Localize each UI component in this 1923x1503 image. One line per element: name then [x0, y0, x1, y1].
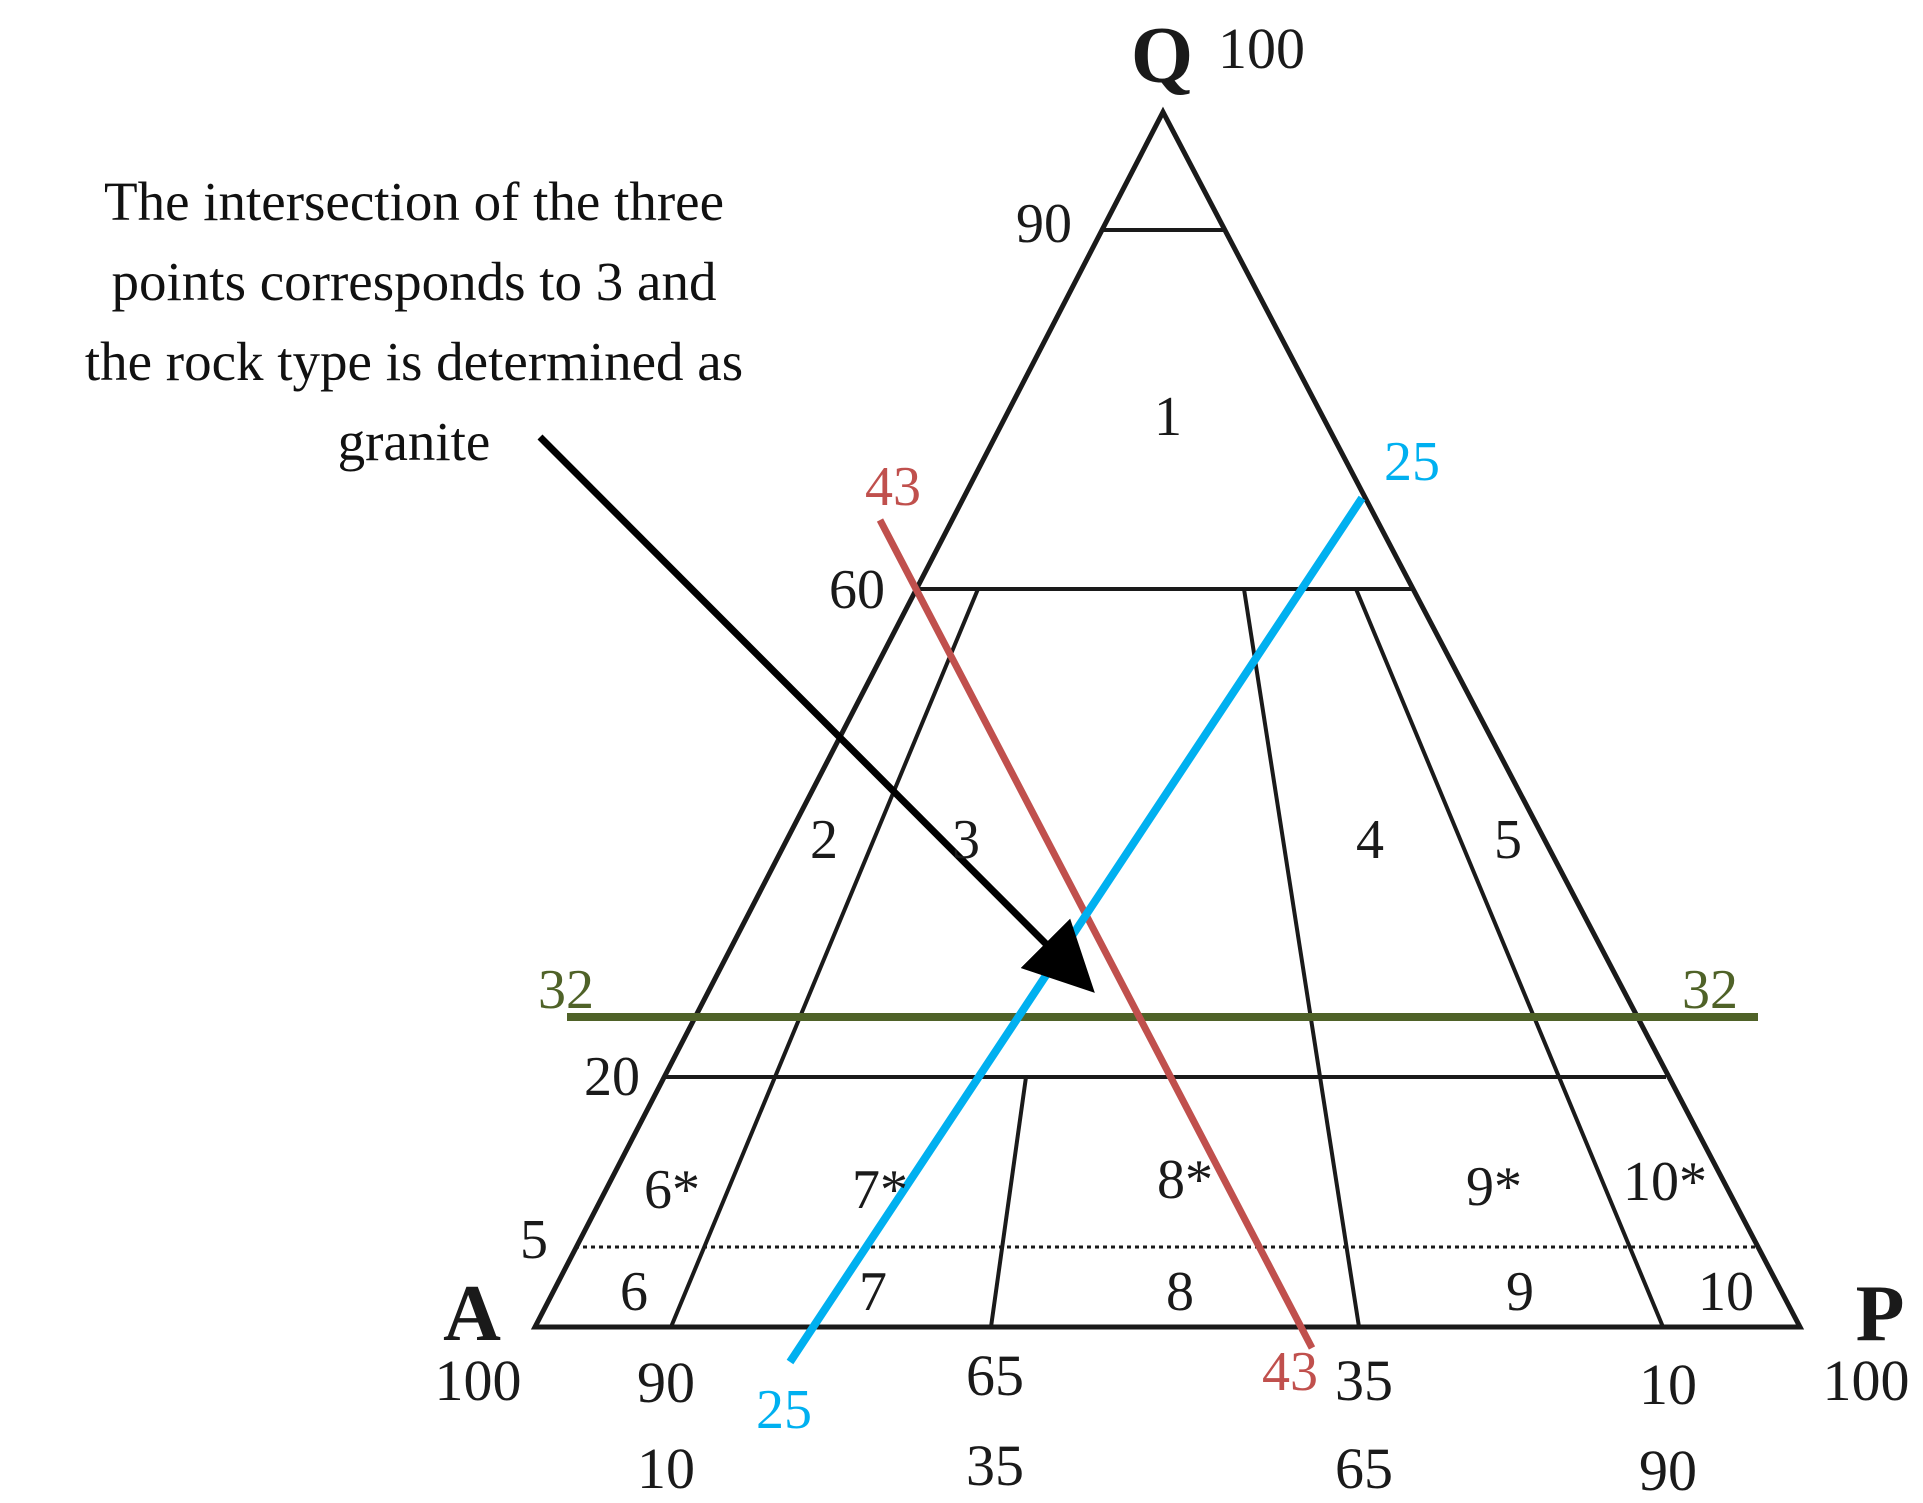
- field-3: 3: [952, 809, 980, 871]
- a10-boundary: [1354, 588, 1665, 1328]
- bottom-tick-a10: 10: [1639, 1352, 1697, 1417]
- field-7: 7: [859, 1261, 887, 1323]
- red-line-43: [876, 518, 1316, 1350]
- a65-boundary: [989, 1076, 1028, 1328]
- field-8: 8: [1166, 1261, 1194, 1323]
- bottom-tick-p65: 65: [1335, 1436, 1393, 1501]
- red-label-top: 43: [865, 456, 921, 518]
- bottom-tick-p90: 90: [1639, 1438, 1697, 1503]
- bottom-tick-p10: 10: [637, 1436, 695, 1501]
- blue-label-top: 25: [1384, 431, 1440, 493]
- bottom-tick-a65: 65: [966, 1343, 1024, 1408]
- annotation-line-1: The intersection of the three: [104, 171, 724, 232]
- vertex-q-letter: Q: [1131, 12, 1193, 100]
- field-7-star: 7*: [852, 1159, 908, 1221]
- vertex-q-value: 100: [1218, 16, 1305, 81]
- annotation-line-4: granite: [338, 411, 491, 472]
- q-tick-20: 20: [584, 1046, 640, 1108]
- q-tick-5: 5: [520, 1209, 548, 1271]
- q-tick-60: 60: [829, 559, 885, 621]
- vertex-p-letter: P: [1856, 1270, 1905, 1358]
- green-label-right: 32: [1682, 959, 1738, 1021]
- field-9-star: 9*: [1466, 1156, 1522, 1218]
- a35-boundary: [1242, 588, 1361, 1328]
- annotation-arrow: [537, 434, 1095, 993]
- blue-label-bottom: 25: [756, 1379, 812, 1441]
- annotation-line-2: points corresponds to 3 and: [112, 251, 717, 312]
- qap-triangle: [530, 106, 1805, 1330]
- field-9: 9: [1506, 1261, 1534, 1323]
- blue-line-25: [786, 495, 1366, 1365]
- bottom-tick-a35: 35: [1335, 1348, 1393, 1413]
- bottom-tick-p35: 35: [966, 1433, 1024, 1498]
- field-4: 4: [1356, 809, 1384, 871]
- a90-boundary: [669, 588, 980, 1328]
- vertex-p-value: 100: [1823, 1348, 1910, 1413]
- field-8-star: 8*: [1157, 1149, 1213, 1211]
- field-10: 10: [1698, 1261, 1754, 1323]
- field-6-star: 6*: [644, 1159, 700, 1221]
- annotation-line-3: the rock type is determined as: [85, 331, 743, 392]
- red-label-bottom: 43: [1262, 1341, 1318, 1403]
- field-2: 2: [810, 809, 838, 871]
- bottom-tick-a90: 90: [637, 1350, 695, 1415]
- field-6: 6: [620, 1261, 648, 1323]
- field-10-star: 10*: [1623, 1151, 1707, 1213]
- vertex-a-letter: A: [443, 1270, 501, 1358]
- field-1: 1: [1154, 386, 1182, 448]
- vertex-a-value: 100: [435, 1348, 522, 1413]
- green-label-left: 32: [538, 959, 594, 1021]
- q-tick-90: 90: [1016, 193, 1072, 255]
- field-5: 5: [1494, 809, 1522, 871]
